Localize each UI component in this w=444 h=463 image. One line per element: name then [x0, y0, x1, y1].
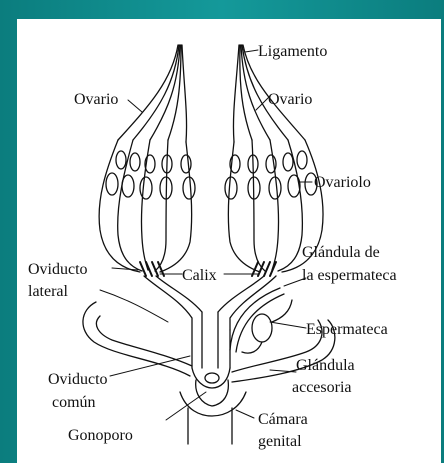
label-la-espermateca: la espermateca	[302, 267, 397, 284]
label-espermateca: Espermateca	[306, 321, 388, 338]
label-glandula: Glándula	[296, 357, 355, 374]
spermatheca	[230, 288, 292, 353]
label-calix: Calix	[182, 267, 217, 284]
label-ovario-right: Ovario	[268, 91, 312, 108]
label-genital: genital	[258, 433, 302, 450]
label-accesoria: accesoria	[292, 379, 352, 396]
label-gonoporo: Gonoporo	[68, 427, 133, 444]
label-oviducto-comun-2: común	[52, 394, 96, 411]
oviducts	[144, 276, 276, 388]
label-ligamento: Ligamento	[258, 43, 327, 60]
label-ovariolo: Ovariolo	[314, 174, 371, 191]
label-oviducto-comun-1: Oviducto	[48, 371, 108, 388]
genital-chamber	[180, 373, 246, 444]
labels: Ligamento Ovario Ovario Ovariolo Glándul…	[28, 43, 397, 450]
label-glandula-de: Glándula de	[302, 244, 380, 261]
right-ovary	[225, 45, 323, 276]
label-ovario-left: Ovario	[74, 91, 118, 108]
left-ovary	[99, 45, 195, 276]
label-oviducto: Oviducto	[28, 261, 88, 278]
label-camara: Cámara	[258, 411, 308, 428]
label-lateral: lateral	[28, 283, 69, 300]
